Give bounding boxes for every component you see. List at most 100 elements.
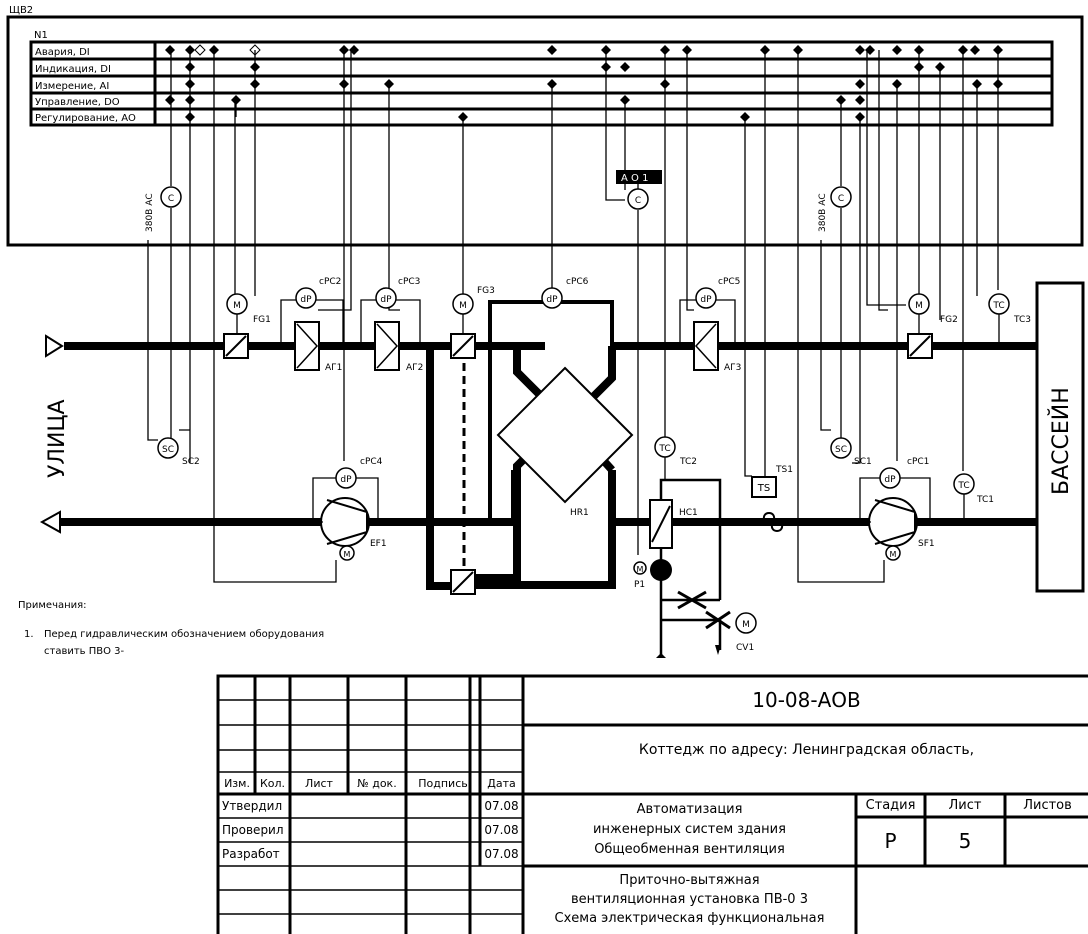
date-3: 07.08 [484,847,519,861]
hydraulic-lines [659,478,722,655]
dp-sensor-6 [541,287,563,309]
actuator-cv1 [735,612,757,634]
m-letter-6: M [637,565,644,574]
ao1-label: А О 1 [621,173,648,184]
label-ef1: EF1 [370,539,387,549]
motor-p1 [633,561,647,575]
row-regulation: Регулирование, AO [35,113,136,124]
label-tc3: TC3 [1013,315,1031,325]
title-block [216,674,1088,934]
dp-sensor-3 [375,287,397,309]
role-approved: Утвердил [222,799,283,813]
frost-thermostat-ts1 [751,476,777,498]
dp-letter-5: dP [340,475,352,485]
doc-code: 10-08-АОВ [752,688,861,712]
m-letter-5: M [890,550,897,559]
hdr-date: Дата [487,777,516,790]
section-1: Автоматизация [636,802,743,817]
hdr-doc: № док. [357,777,397,790]
motor-sf1 [885,545,901,561]
role-developed: Разработ [222,847,280,861]
speed-controller-sc1 [830,437,852,459]
signal-table [29,40,1054,127]
role-checked: Проверил [222,823,284,837]
signal-lines [147,50,999,583]
m-letter-7: M [742,620,750,630]
label-fg2: FG2 [940,315,958,325]
title-3: Схема электрическая функциональная [554,911,825,926]
label-ts1: TS1 [775,465,793,475]
sc-letter-1: SC [162,445,174,455]
notes-line1: Перед гидравлическим обозначением оборуд… [44,629,324,640]
label-hc1: HC1 [679,508,698,518]
dp-letter-2: dP [380,295,392,305]
date-1: 07.08 [484,799,519,813]
current-sensor-right [830,186,852,208]
filter-ag2 [374,321,400,371]
stage-header: Стадия [865,798,916,813]
dp-letter-1: dP [300,295,312,305]
c-letter-3: С [838,194,844,204]
label-hr1: HR1 [570,508,589,518]
dp-letter-6: dP [884,475,896,485]
ao1-block [616,170,662,184]
signal-points [165,44,1003,122]
notes-line2: ставить ПВО 3- [44,646,125,657]
c-letter-2: С [635,196,641,206]
ts-letter: TS [757,483,770,494]
power-label-right: 380В АС [818,193,828,232]
row-indication: Индикация, DI [35,64,111,75]
label-cpc4: сРС4 [360,457,383,467]
label-fg3: FG3 [477,286,495,296]
hdr-izm: Изм. [224,777,250,790]
title-1: Приточно-вытяжная [619,873,760,888]
filter-ag1 [294,321,320,371]
dp-letter-4: dP [700,295,712,305]
label-tc2: TC2 [679,457,697,467]
hdr-kol: Кол. [259,777,286,790]
current-sensor-left [160,186,182,208]
hdr-sign: Подпись [418,777,468,790]
c-letter-1: С [168,194,174,204]
power-label-left: 380В АС [145,193,155,232]
label-sc1: SC1 [854,457,872,467]
section-2: инженерных систем здания [593,822,786,837]
label-ag2: АГ2 [406,363,423,373]
sheets-header: Листов [1023,798,1072,813]
label-ag3: АГ3 [724,363,741,373]
current-sensor-mid [627,188,649,210]
label-cpc6: сРС6 [566,277,589,287]
pool-label: БАССЕЙН [1048,387,1074,495]
stage-value: Р [884,829,897,853]
label-cpc5: сРС5 [718,277,740,287]
m-letter-2: M [459,301,467,311]
heat-recovery-hr1 [496,366,634,504]
motor-ef1 [339,545,355,561]
filter-ag3 [693,321,719,371]
sc-letter-2: SC [835,445,847,455]
dp-sensor-4 [335,467,357,489]
label-tc1: TC1 [976,495,994,505]
label-cpc2: сРС2 [319,277,341,287]
dp-sensor-1 [879,467,901,489]
notes-num: 1. [24,629,34,640]
label-sf1: SF1 [918,539,935,549]
sheet-value: 5 [958,829,972,853]
m-letter-4: M [344,550,351,559]
label-cpc3: сРС3 [398,277,420,287]
panel-label: N1 [34,30,48,41]
label-ag1: АГ1 [325,363,342,373]
label-cpc1: сРС1 [907,457,929,467]
title-2: вентиляционная установка ПВ-0 3 [571,892,808,907]
tc-letter-2: TC [658,444,670,454]
m-letter-1: M [233,301,241,311]
label-fg1: FG1 [253,315,271,325]
dp-sensor-2 [295,287,317,309]
street-label: УЛИЦА [45,399,70,478]
cabinet-label: ЩВ2 [9,5,33,16]
sheet-header: Лист [948,798,982,813]
row-alarm: Авария, DI [35,47,90,58]
label-sc2: SC2 [182,457,200,467]
section-3: Общеобменная вентиляция [594,842,785,857]
